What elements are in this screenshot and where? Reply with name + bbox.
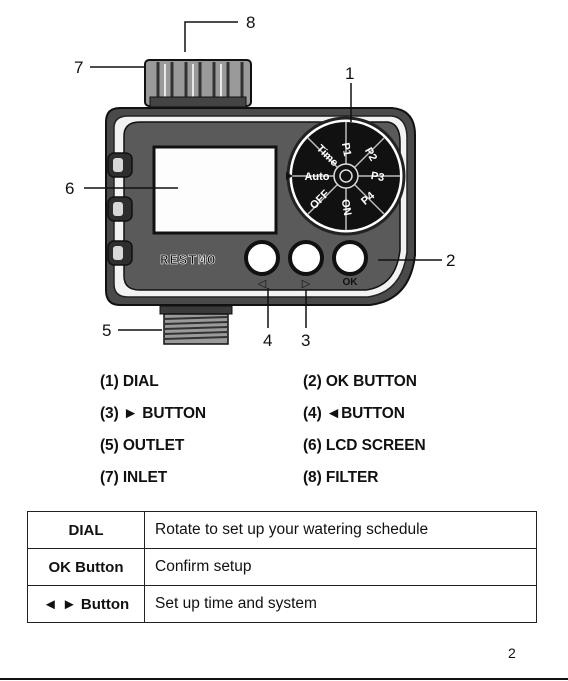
table-key: OK Button (28, 549, 145, 586)
callout-1: 1 (345, 65, 354, 82)
right-arrow-label: ▷ (302, 278, 311, 290)
part-item: (1) DIAL (100, 372, 300, 391)
dial[interactable]: P1 P2 P3 P4 ON OFF Auto Time (288, 118, 404, 234)
part-item: (2) OK BUTTON (300, 372, 500, 391)
part-item: (4) ◄BUTTON (300, 404, 500, 423)
table-value: Set up time and system (145, 586, 537, 623)
table-row: OK Button Confirm setup (28, 549, 537, 586)
page-number: 2 (508, 645, 516, 661)
footer-rule (0, 678, 568, 680)
table-key: DIAL (28, 512, 145, 549)
outlet (160, 306, 232, 344)
table-key: ◄ ► Button (28, 586, 145, 623)
parts-list: (1) DIAL (2) OK BUTTON (3) ► BUTTON (4) … (100, 372, 500, 487)
left-arrow-label: ◁ (258, 278, 267, 290)
part-item: (8) FILTER (300, 468, 500, 487)
table-value: Rotate to set up your watering schedule (145, 512, 537, 549)
dial-label: P3 (370, 170, 385, 184)
timer-diagram: P1 P2 P3 P4 ON OFF Auto Time RESTMO ◁ ▷ … (0, 0, 568, 370)
table-value: Confirm setup (145, 549, 537, 586)
lcd-screen (154, 147, 276, 233)
callout-4: 4 (263, 332, 272, 349)
callout-7: 7 (74, 59, 83, 76)
ok-label: OK (343, 277, 359, 288)
part-item: (5) OUTLET (100, 436, 300, 455)
part-item: (7) INLET (100, 468, 300, 487)
callout-8: 8 (246, 14, 255, 31)
dial-label: P1 (339, 142, 353, 157)
table-row: ◄ ► Button Set up time and system (28, 586, 537, 623)
part-item: (3) ► BUTTON (100, 404, 300, 423)
brand-logo: RESTMO (160, 253, 216, 269)
table-row: DIAL Rotate to set up your watering sche… (28, 512, 537, 549)
inlet-cap (145, 60, 251, 107)
callout-2: 2 (446, 252, 455, 269)
callout-5: 5 (102, 322, 111, 339)
callout-3: 3 (301, 332, 310, 349)
dial-label: Auto (304, 171, 329, 183)
function-table: DIAL Rotate to set up your watering sche… (27, 511, 537, 623)
part-item: (6) LCD SCREEN (300, 436, 500, 455)
callout-6: 6 (65, 180, 74, 197)
